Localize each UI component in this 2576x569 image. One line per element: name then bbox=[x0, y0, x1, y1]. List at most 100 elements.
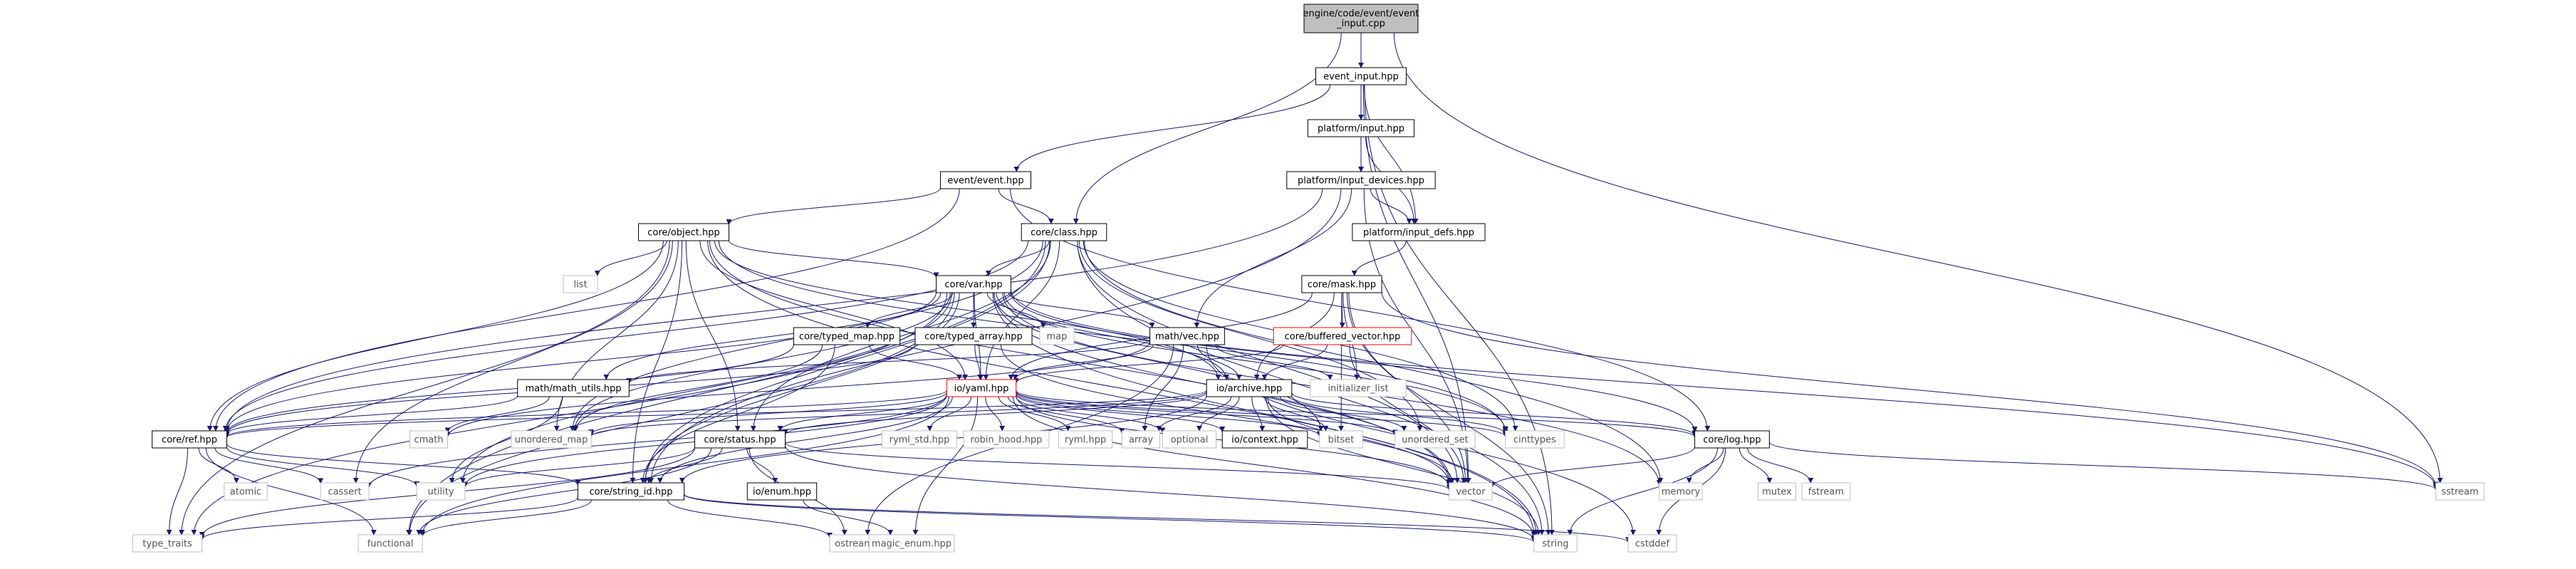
node-io-yaml[interactable]: io/yaml.hpp bbox=[946, 379, 1017, 397]
node-label: unordered_set bbox=[1402, 435, 1468, 446]
node-box bbox=[1533, 534, 1578, 553]
node-memory: memory bbox=[1659, 482, 1703, 501]
node-core-mask[interactable]: core/mask.hpp bbox=[1301, 275, 1382, 293]
node-box bbox=[1310, 379, 1407, 397]
edge-core-var-to-math-vec bbox=[1008, 292, 1155, 328]
node-label: vector bbox=[1456, 487, 1486, 498]
edge-io-yaml-to-bitset bbox=[1016, 392, 1323, 437]
edge-core-log-to-memory bbox=[1686, 447, 1724, 484]
node-label: ryml_std.hpp bbox=[890, 435, 950, 446]
node-core-string-id[interactable]: core/string_id.hpp bbox=[577, 482, 685, 501]
edge-input-devices-to-core-ref bbox=[224, 188, 1323, 432]
edge-math-utils-to-cmath bbox=[444, 396, 550, 434]
node-box bbox=[1162, 430, 1217, 449]
node-buffered-vector[interactable]: core/buffered_vector.hpp bbox=[1273, 327, 1412, 345]
node-label: fstream bbox=[1808, 487, 1844, 498]
edge-event-event-to-core-class bbox=[998, 188, 1054, 224]
edge-math-utils-to-core-ref bbox=[224, 395, 518, 435]
node-ryml: ryml.hpp bbox=[1058, 430, 1113, 449]
node-event-input[interactable]: event_input.hpp bbox=[1315, 67, 1407, 85]
node-core-status[interactable]: core/status.hpp bbox=[694, 430, 786, 449]
node-platform-input[interactable]: platform/input.hpp bbox=[1307, 119, 1415, 137]
node-box bbox=[1301, 275, 1382, 293]
edge-core-class-to-core-string-id bbox=[642, 240, 1050, 484]
edge-math-utils-to-utility bbox=[449, 396, 563, 484]
node-root[interactable]: engine/code/event/event_input.cpp bbox=[1303, 4, 1419, 33]
edge-core-status-to-io-enum bbox=[746, 447, 778, 484]
node-box bbox=[1758, 482, 1796, 501]
edge-input-devices-to-vector bbox=[1363, 188, 1471, 484]
node-box bbox=[2435, 482, 2485, 501]
node-label: ostream bbox=[835, 539, 873, 550]
edge-core-log-to-mutex bbox=[1738, 447, 1773, 484]
edge-core-ref-to-cassert bbox=[214, 447, 324, 484]
edge-core-log-to-fstream bbox=[1747, 447, 1814, 484]
node-label: core/string_id.hpp bbox=[589, 487, 672, 498]
node-label: utility bbox=[428, 487, 454, 498]
node-math-vec[interactable]: math/vec.hpp bbox=[1149, 327, 1225, 345]
node-box bbox=[358, 534, 423, 553]
node-core-class[interactable]: core/class.hpp bbox=[1021, 223, 1107, 241]
node-label: mutex bbox=[1762, 487, 1792, 498]
node-box bbox=[793, 327, 901, 345]
edge-core-object-to-core-status bbox=[685, 240, 741, 432]
node-label: core/log.hpp bbox=[1703, 435, 1761, 446]
node-core-var[interactable]: core/var.hpp bbox=[936, 275, 1011, 293]
node-cassert: cassert bbox=[320, 482, 370, 501]
node-label: core/ref.hpp bbox=[162, 435, 217, 446]
node-box bbox=[868, 534, 955, 553]
node-box bbox=[1058, 430, 1113, 449]
edge-core-status-to-core-string-id bbox=[646, 447, 723, 484]
node-typed-array[interactable]: core/typed_array.hpp bbox=[914, 327, 1033, 345]
edge-math-vec-to-cmath bbox=[444, 341, 1151, 438]
node-label: cassert bbox=[328, 487, 361, 498]
node-label: sstream bbox=[2441, 487, 2478, 498]
edge-core-mask-to-bitset bbox=[1338, 292, 1345, 432]
node-box bbox=[1505, 430, 1565, 449]
node-math-utils[interactable]: math/math_utils.hpp bbox=[517, 379, 630, 397]
node-box bbox=[1307, 119, 1415, 137]
edge-io-yaml-to-array bbox=[1007, 396, 1125, 434]
node-atomic: atomic bbox=[224, 482, 268, 501]
node-bitset: bitset bbox=[1319, 430, 1363, 449]
node-label: memory bbox=[1662, 487, 1701, 498]
node-label: event/event.hpp bbox=[947, 176, 1023, 187]
edge-core-ref-to-core-string-id bbox=[226, 443, 581, 486]
edge-core-class-to-core-status bbox=[750, 240, 1051, 432]
node-io-context[interactable]: io/context.hpp bbox=[1221, 430, 1308, 449]
node-core-object[interactable]: core/object.hpp bbox=[638, 223, 729, 241]
node-box bbox=[517, 379, 630, 397]
edge-io-yaml-to-string bbox=[1012, 396, 1537, 538]
edge-io-archive-to-optional bbox=[1196, 396, 1240, 432]
node-cinttypes: cinttypes bbox=[1505, 430, 1565, 449]
edge-typed-map-to-unordered-map bbox=[573, 344, 823, 432]
edge-io-archive-to-core-status bbox=[782, 392, 1207, 436]
node-io-archive[interactable]: io/archive.hpp bbox=[1206, 379, 1293, 397]
node-core-log[interactable]: core/log.hpp bbox=[1694, 430, 1770, 449]
node-box bbox=[1122, 430, 1160, 449]
node-label: core/class.hpp bbox=[1031, 228, 1097, 239]
node-box bbox=[563, 275, 598, 293]
edge-core-string-id-to-cstddef bbox=[684, 494, 1631, 543]
edge-core-string-id-to-string bbox=[684, 494, 1537, 543]
node-input-defs[interactable]: platform/input_defs.hpp bbox=[1352, 223, 1486, 241]
node-box bbox=[638, 223, 729, 241]
node-io-enum[interactable]: io/enum.hpp bbox=[746, 482, 818, 501]
node-input-devices[interactable]: platform/input_devices.hpp bbox=[1286, 171, 1436, 189]
edge-io-yaml-to-io-context bbox=[1016, 394, 1226, 432]
node-box bbox=[1039, 327, 1075, 345]
node-label: platform/input_devices.hpp bbox=[1298, 176, 1424, 187]
edge-core-class-to-string bbox=[1077, 240, 1545, 536]
node-label: list bbox=[573, 280, 587, 291]
node-unordered-map: unordered_map bbox=[511, 430, 592, 449]
node-label: map bbox=[1047, 332, 1068, 343]
edge-core-var-to-io-archive bbox=[996, 292, 1230, 380]
edge-core-class-to-functional bbox=[406, 240, 1046, 536]
edge-core-class-to-memory bbox=[1084, 240, 1664, 484]
node-typed-map[interactable]: core/typed_map.hpp bbox=[793, 327, 901, 345]
node-core-ref[interactable]: core/ref.hpp bbox=[152, 430, 227, 449]
edge-core-object-to-unordered-map bbox=[553, 240, 679, 432]
node-event-event[interactable]: event/event.hpp bbox=[940, 171, 1031, 189]
node-box bbox=[577, 482, 685, 501]
edge-core-string-id-to-ostream bbox=[667, 499, 833, 538]
